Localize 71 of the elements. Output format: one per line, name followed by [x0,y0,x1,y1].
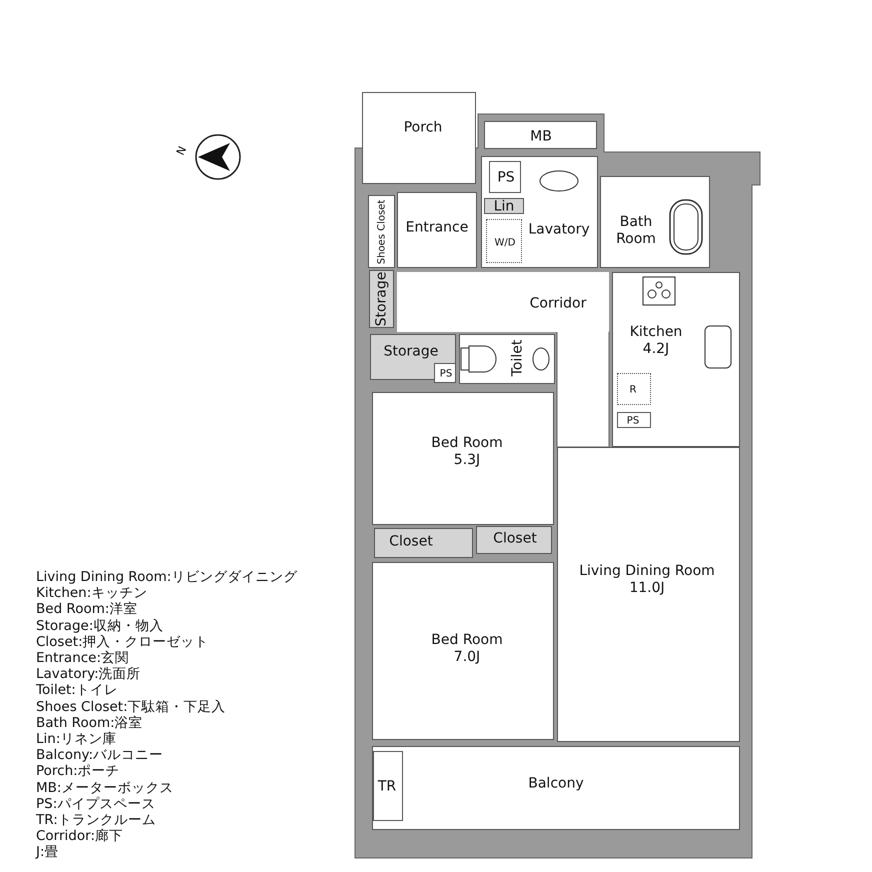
room [397,192,477,268]
north-label: N [173,144,190,158]
legend-text: Closet:押入・クローゼット [36,634,209,650]
room-name: PS [497,170,515,186]
room-name: Closet [493,530,537,548]
legend-text: J:畳 [36,844,59,861]
legend-text: Bed Room:洋室 [36,601,138,618]
room-name: Bath Room [615,214,657,248]
room-area: 5.3J [454,452,480,469]
room-name: Lavatory [528,222,590,238]
room-name: R [630,384,636,398]
room-name: Shoes Closet [376,200,388,264]
room-name: Kitchen [630,324,682,341]
room-name: Bed Room [431,435,503,452]
room [476,526,552,554]
room [484,121,597,149]
room-name: PS [626,414,640,428]
room [600,176,710,268]
room-name: Porch [404,120,442,136]
room-area: 11.0J [629,580,665,597]
room-name: TR [378,778,396,796]
room [370,334,456,380]
room-name: PS [440,368,452,382]
legend-text: Living Dining Room:リビングダイニング [36,569,298,586]
legend-text: Porch:ポーチ [36,763,120,780]
legend-text: Lavatory:洗面所 [36,666,141,682]
legend-text: MB:メーターボックス [36,780,174,796]
room [486,219,522,263]
room [372,392,554,525]
room-name: W/D [494,236,516,250]
legend-text: Lin:リネン庫 [36,731,116,748]
room [434,363,456,383]
room-name: Lin [494,198,514,216]
room [489,161,521,193]
legend-text: PS:パイプスペース [36,796,156,812]
legend-text: Shoes Closet:下駄箱・下足入 [36,698,226,715]
room [369,270,394,328]
legend-text: Corridor:廊下 [36,828,123,844]
room [557,447,740,742]
room [481,156,598,268]
room-name: Toilet [510,340,526,376]
room-name: Storage [374,272,390,326]
room [368,195,395,268]
room-area: 7.0J [454,649,480,666]
room-name: MB [530,128,552,146]
legend-text: TR:トランクルーム [36,812,156,828]
room-name: Corridor [530,296,586,312]
legend-text: Toilet:トイレ [36,682,118,699]
room [374,528,473,558]
room [617,373,651,405]
room-name: Balcony [528,776,584,792]
legend-text: Balcony:バルコニー [36,747,164,764]
legend-text: Entrance:玄関 [36,650,130,666]
room [372,562,554,740]
room [617,412,651,428]
room-name: Closet [389,534,433,550]
legend-text: Storage:収納・物入 [36,618,164,634]
room [459,334,555,384]
room [372,746,740,830]
room-name: Living Dining Room [579,563,715,580]
room [484,198,524,214]
room [397,272,609,332]
room [373,751,403,821]
room-name: Entrance [406,220,468,236]
room-name: Bed Room [431,632,503,649]
legend-text: Kitchen:キッチン [36,585,148,602]
room [362,92,476,184]
room-name: Storage [384,344,438,360]
legend-text: Bath Room:浴室 [36,714,143,731]
room [612,272,740,447]
room-area: 4.2J [642,341,670,358]
